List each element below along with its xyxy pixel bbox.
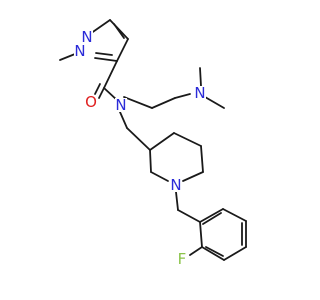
atom-label-nitrogen: N — [194, 84, 205, 102]
atom-label-fluorine: F — [178, 250, 187, 268]
bond — [199, 221, 203, 248]
bond — [204, 96, 225, 109]
bond — [202, 212, 222, 225]
bond — [175, 191, 179, 211]
bond — [103, 60, 118, 89]
bond — [182, 171, 204, 182]
bond — [116, 38, 129, 62]
bond — [173, 132, 202, 147]
bond — [94, 83, 101, 95]
atom-label-nitrogen: N — [115, 96, 126, 114]
bond — [222, 208, 247, 222]
atom-label-nitrogen: N — [81, 28, 92, 46]
atom-label-nitrogen: N — [170, 176, 181, 194]
bond — [199, 208, 224, 223]
bond — [174, 93, 191, 99]
bonds — [59, 19, 247, 261]
bond — [151, 97, 176, 109]
bond — [149, 149, 152, 173]
bond — [119, 111, 128, 129]
bond — [95, 52, 113, 56]
bond — [126, 127, 151, 151]
bond — [189, 246, 203, 256]
bond — [94, 57, 118, 62]
molecule-structure-diagram: N N O N N N F — [59, 19, 247, 268]
bond — [98, 87, 105, 99]
atom-label-oxygen: O — [85, 93, 97, 111]
bond — [149, 132, 175, 151]
bond — [150, 171, 169, 182]
bond — [177, 209, 201, 223]
atom-labels: N N O N N N F — [74, 28, 206, 268]
atom-label-nitrogen: N — [74, 42, 85, 60]
bond — [199, 67, 202, 87]
bond — [123, 96, 153, 109]
bond — [205, 246, 224, 257]
bond — [201, 246, 225, 261]
bond — [200, 145, 204, 173]
bond — [223, 246, 247, 261]
bond — [113, 23, 125, 39]
